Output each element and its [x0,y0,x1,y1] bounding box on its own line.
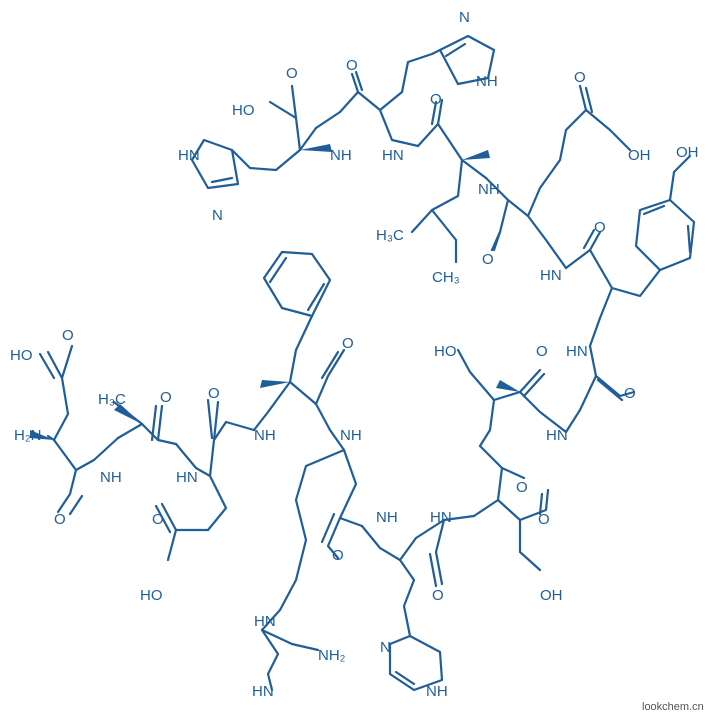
atom-label: HN [566,343,588,360]
atom-label: OH [628,147,651,164]
atom-label: NH [100,469,122,486]
stereo-wedges [30,144,520,440]
atom-label: N [212,207,223,224]
atom-label: HN [252,683,274,700]
atom-label: OH [540,587,563,604]
atom-label: O [574,69,586,86]
atom-label: NH [330,147,352,164]
atom-label: HO [140,587,163,604]
atom-label: NH [426,683,448,700]
atom-label: O [432,587,444,604]
atom-label: CH₃ [432,269,460,286]
atom-label: O [152,511,164,528]
atom-label: O [54,511,66,528]
atom-label: O [208,385,220,402]
atom-label: HN [382,147,404,164]
atom-label: NH₂ [318,647,346,664]
watermark-text: lookchem.cn [642,701,704,713]
atom-label: O [536,343,548,360]
atom-label: N [459,9,470,26]
atom-label: HO [232,102,255,119]
atom-label: O [594,219,606,236]
atom-label: O [286,65,298,82]
atom-label: O [346,57,358,74]
atom-label: H₂N [14,427,42,444]
atom-label: H₃C [98,391,126,408]
atom-label: OH [676,144,699,161]
atom-label: O [430,91,442,108]
bond-lines [38,34,696,692]
atom-label: O [516,479,528,496]
atom-label: NH [340,427,362,444]
atom-label: O [482,251,494,268]
atom-label: HN [178,147,200,164]
atom-label: O [538,511,550,528]
atom-labels: N NH HO O O HN N NH HN O O OH OH H₃C CH₃… [10,9,699,700]
atom-label: NH [476,73,498,90]
atom-label: H₃C [376,227,404,244]
atom-label: HN [546,427,568,444]
atom-label: O [62,327,74,344]
atom-label: NH [376,509,398,526]
atom-label: HO [434,343,457,360]
atom-label: O [332,547,344,564]
atom-label: NH [254,427,276,444]
atom-label: O [160,389,172,406]
atom-label: N [380,639,391,656]
atom-label: HN [540,267,562,284]
atom-label: HO [10,347,33,364]
atom-label: O [342,335,354,352]
atom-label: NH [478,181,500,198]
atom-label: HN [254,613,276,630]
atom-label: HN [430,509,452,526]
atom-label: O [624,385,636,402]
atom-label: HN [176,469,198,486]
